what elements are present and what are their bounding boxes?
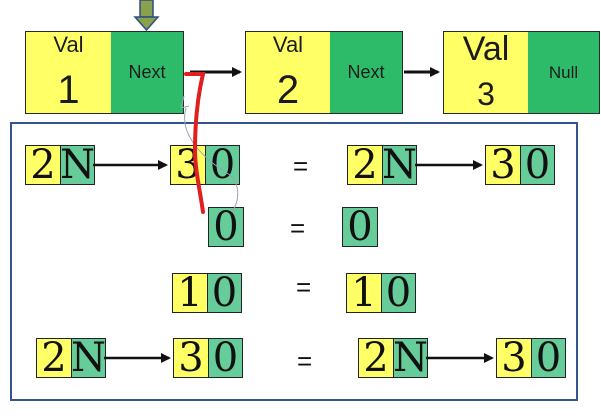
row4-right-node-b: 3 0	[496, 338, 566, 378]
node-1-next-cell: Next	[111, 32, 183, 113]
row2-right-node: 0	[342, 207, 378, 247]
row4-left-a-next: N	[71, 335, 106, 381]
row1-left-b-next: 0	[205, 145, 239, 185]
row3-left-node: 1 0	[172, 273, 242, 313]
row2-left-node: 0	[208, 207, 244, 247]
row1-left-a-next: N	[60, 142, 95, 188]
row1-left-node-a: 2 N	[25, 145, 95, 185]
pointer-trace-curve	[184, 107, 239, 213]
row4-left-node-a: 2 N	[36, 338, 106, 378]
row3-equals: =	[296, 272, 312, 302]
node-2-val-label: Val	[272, 32, 304, 57]
row1-right-b-next: 0	[520, 145, 554, 185]
row2-right-next: 0	[343, 207, 377, 247]
row1-equals: =	[293, 151, 309, 181]
node-1-val-value: 1	[57, 68, 80, 112]
list-node-2: Val 2 Next	[245, 31, 403, 114]
row4-left-node-b: 3 0	[173, 338, 243, 378]
row1-right-b-value: 3	[486, 145, 520, 185]
row2-left-next: 0	[209, 207, 243, 247]
row1-right-a-value: 2	[348, 145, 382, 185]
row4-left-b-value: 3	[174, 338, 208, 378]
row3-right-node: 1 0	[346, 273, 416, 313]
row1-right-node-a: 2 N	[347, 145, 417, 185]
node-1-val-label: Val	[53, 32, 84, 57]
row3-left-value: 1	[173, 273, 207, 313]
node-3-val-label: Val	[462, 30, 510, 68]
red-pointer-marker	[184, 72, 206, 214]
row3-right-value: 1	[347, 273, 381, 313]
row3-left-next: 0	[207, 273, 241, 313]
node-1-value-cell: Val 1	[26, 32, 111, 113]
row4-equals: =	[297, 346, 313, 376]
pointer-trace-arrowhead	[180, 95, 190, 109]
row4-right-a-next: N	[393, 335, 428, 381]
node-3-next-cell: Null	[528, 32, 599, 113]
list-node-1: Val 1 Next	[25, 31, 184, 114]
node-2-value-cell: Val 2	[246, 32, 330, 113]
row2-equals: =	[290, 213, 306, 243]
node-2-next-cell: Next	[330, 32, 402, 113]
row1-right-node-b: 3 0	[485, 145, 555, 185]
row4-left-b-next: 0	[208, 338, 242, 378]
equivalence-panel	[10, 122, 578, 401]
list-node-3: Val 3 Null	[443, 30, 600, 114]
row3-right-next: 0	[381, 273, 415, 313]
head-pointer-arrow	[133, 0, 160, 32]
row1-left-a-value: 2	[26, 145, 60, 185]
node-3-val-value: 3	[477, 76, 495, 112]
node-3-value-cell: Val 3	[444, 30, 528, 113]
row4-right-b-value: 3	[497, 338, 531, 378]
row4-right-b-next: 0	[531, 338, 565, 378]
row4-left-a-value: 2	[37, 338, 71, 378]
row4-right-a-value: 2	[359, 338, 393, 378]
row1-right-a-next: N	[382, 142, 417, 188]
row4-right-node-a: 2 N	[358, 338, 428, 378]
node-2-val-value: 2	[276, 68, 300, 112]
